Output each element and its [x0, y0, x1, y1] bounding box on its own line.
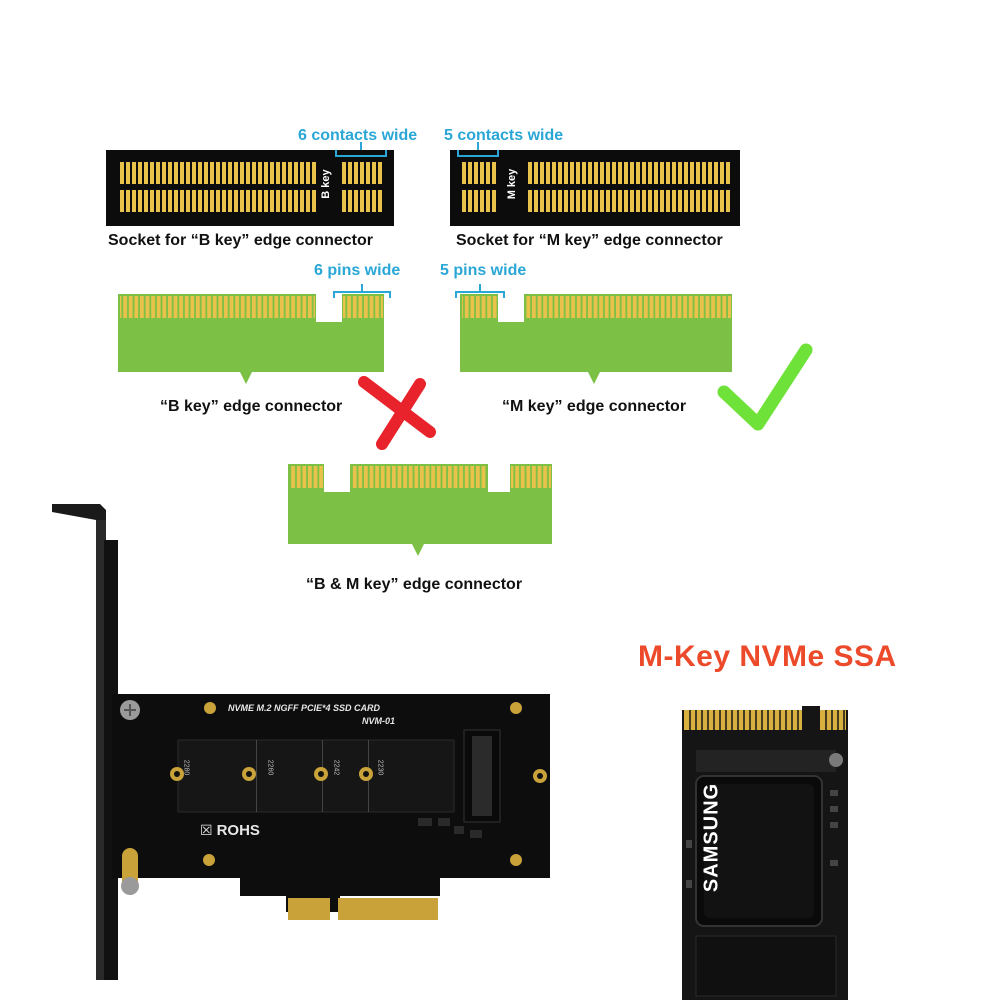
b-key-socket — [106, 142, 394, 226]
bm-key-edge-connector — [288, 464, 552, 556]
x-mark-icon — [358, 376, 436, 450]
m-socket-caption: Socket for “M key” edge connector — [456, 232, 723, 249]
card-silkscreen-model: NVM-01 — [362, 716, 396, 726]
ssd-brand-label: SAMSUNG — [700, 782, 723, 893]
slot-mark-2280: 2280 — [182, 759, 190, 776]
slot-mark-2242: 2242 — [332, 759, 340, 776]
m-key-edge-connector — [455, 284, 732, 384]
b-key-edge-connector — [118, 284, 391, 384]
nvme-ssd-module — [682, 706, 848, 1000]
b-socket-callout: 6 contacts wide — [298, 127, 418, 144]
m-connector-callout: 5 pins wide — [440, 262, 527, 279]
slot-mark-2260: 2260 — [266, 759, 274, 776]
b-key-notch-label: B key — [320, 169, 332, 199]
check-mark-icon — [717, 343, 813, 431]
card-silkscreen-title: NVME M.2 NGFF PCIE*4 SSD CARD — [228, 703, 381, 713]
mounting-bracket — [52, 504, 118, 980]
rohs-mark: ☒ROHS — [200, 822, 260, 839]
bracket-screws — [120, 700, 140, 895]
m-connector-caption: “M key” edge connector — [502, 398, 687, 415]
b-connector-callout: 6 pins wide — [314, 262, 401, 279]
b-socket-caption: Socket for “B key” edge connector — [108, 232, 373, 249]
m-key-socket — [450, 142, 740, 226]
ssd-title: M-Key NVMe SSA — [638, 640, 897, 673]
bm-connector-caption: “B & M key” edge connector — [306, 576, 523, 593]
rohs-label: ROHS — [216, 822, 260, 839]
recycle-bin-crossed-icon: ☒ — [200, 822, 213, 838]
pcie-adapter-card — [52, 504, 550, 980]
m-socket-callout: 5 contacts wide — [444, 127, 564, 144]
key-diagram-svg — [106, 142, 813, 556]
m-key-notch-label: M key — [506, 168, 518, 200]
b-connector-caption: “B key” edge connector — [160, 398, 343, 415]
slot-mark-2230: 2230 — [376, 759, 384, 776]
